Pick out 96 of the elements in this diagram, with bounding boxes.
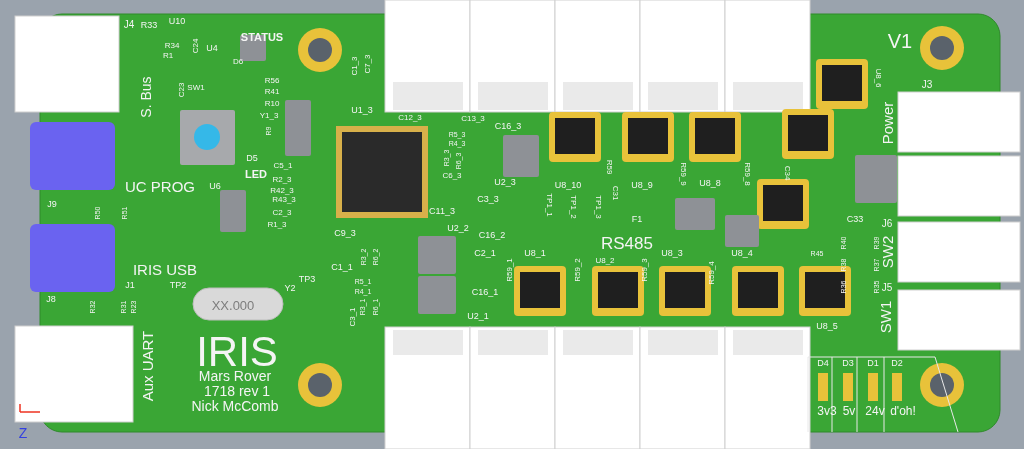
component-designator: C13_3 bbox=[461, 115, 485, 123]
component-designator: R33 bbox=[140, 20, 158, 30]
component-designator: R59_9 bbox=[679, 162, 687, 186]
component-designator: R56 bbox=[264, 77, 280, 85]
silkscreen-text: S. Bus bbox=[139, 76, 153, 118]
silkscreen-text: RS485 bbox=[601, 234, 653, 252]
component-designator: F1 bbox=[631, 214, 643, 224]
component-designator: C2_3 bbox=[272, 209, 292, 217]
component-designator: C24 bbox=[192, 38, 200, 54]
component-designator: C23 bbox=[178, 82, 186, 98]
component-designator: J6 bbox=[881, 219, 893, 229]
component-designator: R59_2 bbox=[574, 258, 582, 282]
component-designator: C6_3 bbox=[442, 172, 462, 180]
silkscreen-text: UC PROG bbox=[125, 178, 195, 194]
component-designator: R2_3 bbox=[272, 176, 292, 184]
silkscreen-text: Mars Rover bbox=[198, 369, 272, 383]
component-designator: TP1_2 bbox=[569, 195, 577, 219]
component-designator: C2_1 bbox=[474, 248, 496, 258]
component-designator: C34 bbox=[783, 165, 791, 181]
silkscreen-text: Z bbox=[18, 426, 28, 440]
component-designator: U4 bbox=[206, 43, 218, 53]
component-designator: 24v bbox=[865, 405, 885, 417]
component-designator: D6 bbox=[232, 58, 244, 66]
component-designator: J8 bbox=[46, 294, 56, 304]
component-designator: R10 bbox=[264, 100, 280, 108]
component-designator: R59_1 bbox=[506, 258, 514, 282]
component-designator: R42_3 bbox=[270, 187, 294, 195]
component-designator: R43_3 bbox=[272, 196, 296, 204]
component-designator: R41 bbox=[264, 88, 280, 96]
component-designator: C1_3 bbox=[351, 56, 359, 76]
component-designator: U8_9 bbox=[631, 180, 653, 190]
silkscreen-text: SW2 bbox=[879, 235, 895, 269]
component-designator: R34 bbox=[164, 42, 180, 50]
component-designator: C31 bbox=[611, 185, 619, 201]
component-designator: U2_1 bbox=[467, 311, 489, 321]
component-designator: J3 bbox=[921, 80, 933, 90]
component-designator: LED bbox=[245, 168, 267, 180]
silkscreen-text: XX.000 bbox=[211, 298, 255, 312]
component-designator: D1 bbox=[867, 358, 879, 368]
component-designator: R1 bbox=[162, 52, 174, 60]
component-designator: TP1_1 bbox=[545, 193, 553, 217]
component-designator: R59_8 bbox=[743, 162, 751, 186]
component-designator: U2_2 bbox=[447, 223, 469, 233]
component-designator: U8_5 bbox=[816, 321, 838, 331]
component-designator: U8_2 bbox=[595, 257, 615, 265]
component-designator: C9_3 bbox=[334, 228, 356, 238]
component-designator: C16_3 bbox=[494, 121, 522, 131]
component-designator: TP1_3 bbox=[594, 195, 602, 219]
component-designator: C16_1 bbox=[471, 287, 499, 297]
silkscreen-text: Nick McComb bbox=[191, 399, 279, 413]
component-designator: J5 bbox=[881, 283, 893, 293]
component-designator: D5 bbox=[246, 153, 258, 163]
component-designator: C11_3 bbox=[429, 206, 455, 216]
component-designator: d'oh! bbox=[890, 405, 916, 417]
component-designator: C1_1 bbox=[331, 262, 353, 272]
component-designator: C5_1 bbox=[273, 162, 293, 170]
component-designator: STATUS bbox=[240, 31, 284, 43]
component-designator: C16_2 bbox=[478, 230, 506, 240]
silkscreen-text: Power bbox=[879, 101, 895, 145]
component-designator: U8_6 bbox=[874, 68, 882, 88]
component-designator: U2_3 bbox=[494, 177, 516, 187]
component-designator: TP2 bbox=[169, 280, 187, 290]
component-designator: U8_4 bbox=[731, 248, 753, 258]
silkscreen-text: Aux UART bbox=[139, 330, 155, 402]
silkscreen-text: 1718 rev 1 bbox=[203, 384, 271, 398]
component-designator: Y1_3 bbox=[259, 112, 279, 120]
component-designator: TP3 bbox=[298, 274, 316, 284]
component-designator: D3 bbox=[842, 358, 854, 368]
component-designator: C3_3 bbox=[477, 194, 499, 204]
component-designator: U6 bbox=[209, 181, 221, 191]
component-designator: R59_3 bbox=[641, 258, 649, 282]
component-designator: C12_3 bbox=[398, 114, 422, 122]
silkscreen-text: V1 bbox=[887, 31, 913, 51]
component-designator: J9 bbox=[47, 199, 57, 209]
component-designator: J4 bbox=[123, 20, 135, 30]
component-designator: C33 bbox=[846, 214, 864, 224]
component-designator: U8_8 bbox=[699, 178, 721, 188]
component-designator: C7_3 bbox=[364, 54, 372, 74]
component-designator: Y2 bbox=[284, 283, 296, 293]
component-designator: R59_4 bbox=[708, 261, 716, 285]
component-designator: U8_3 bbox=[661, 248, 683, 258]
component-designator: R1_3 bbox=[267, 221, 287, 229]
component-designator: 3v3 bbox=[817, 405, 837, 417]
component-designator: J1 bbox=[125, 280, 135, 290]
silkscreen-text: IRIS USB bbox=[132, 261, 198, 277]
silkscreen-text: SW1 bbox=[877, 300, 893, 334]
component-designator: D2 bbox=[891, 358, 903, 368]
component-designator: U10 bbox=[168, 16, 186, 26]
component-designator: SW1 bbox=[187, 84, 205, 92]
component-designator: R59 bbox=[605, 159, 613, 175]
component-designator: U1_3 bbox=[351, 105, 373, 115]
component-designator: C3_1 bbox=[349, 307, 357, 327]
component-designator: U8_1 bbox=[524, 248, 546, 258]
component-designator: D4 bbox=[817, 358, 829, 368]
component-designator: U8_10 bbox=[554, 180, 582, 190]
component-designator: 5v bbox=[842, 405, 856, 417]
